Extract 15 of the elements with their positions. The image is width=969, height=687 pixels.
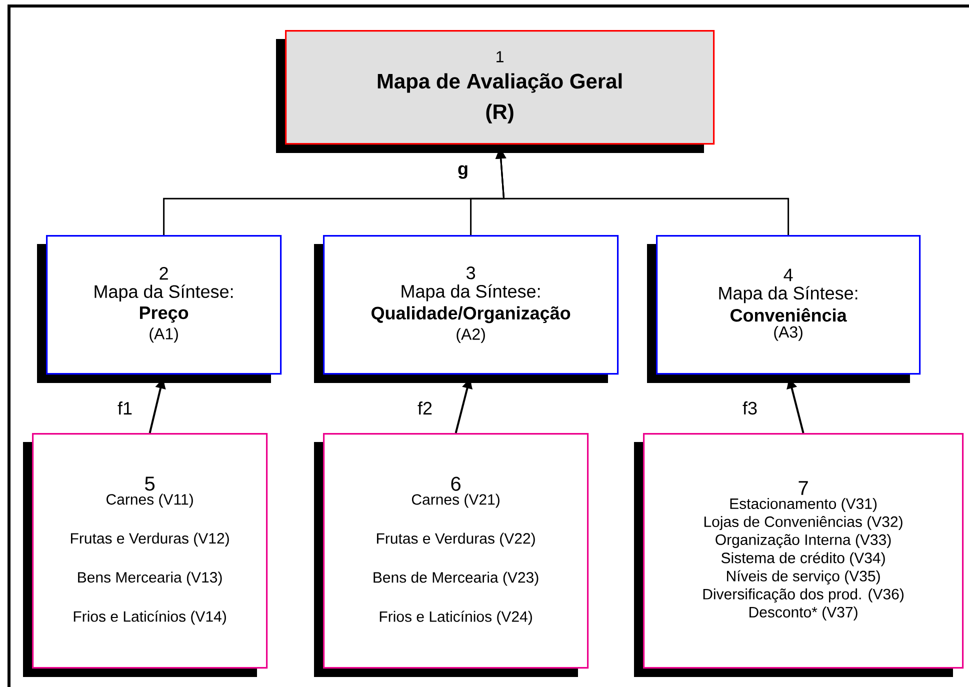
arrow <box>148 377 166 434</box>
edge-label: f2 <box>416 400 434 416</box>
synthesis-box: 3 Mapa da Síntese: Qualidade/Organização (A2) <box>314 234 619 383</box>
arrow <box>786 377 804 434</box>
edge-label: f3 <box>742 400 758 416</box>
criteria-box: 5 Carnes (V11) Frutas e Verduras (V12) Bens Mercearia (V13) Frios e Laticínios (V14) <box>23 432 268 677</box>
arrow <box>496 146 790 235</box>
edge-label: f1 <box>116 400 134 416</box>
criteria-box: 6 Carnes (V21) Frutas e Verduras (V22) Bens de Mercearia (V23) Frios e Laticínios (V24) <box>314 432 589 677</box>
edge-label: g <box>456 164 470 180</box>
result-box: 1 Mapa de Avaliação Geral (R) <box>276 30 715 153</box>
criteria-box: 7 Estacionamento (V31) Lojas de Conveniências (V32) Organização Interna (V33) Sistema de crédito (V34) Níveis de serviço (V35) Diversificação dos prod. (V36) Desconto* (V37) <box>634 432 964 677</box>
synthesis-box: 2 Mapa da Síntese: Preço (A1) <box>37 234 282 383</box>
arrow <box>454 377 472 434</box>
synthesis-box: 4 Mapa da Síntese: Conveniência (A3) <box>647 234 921 383</box>
